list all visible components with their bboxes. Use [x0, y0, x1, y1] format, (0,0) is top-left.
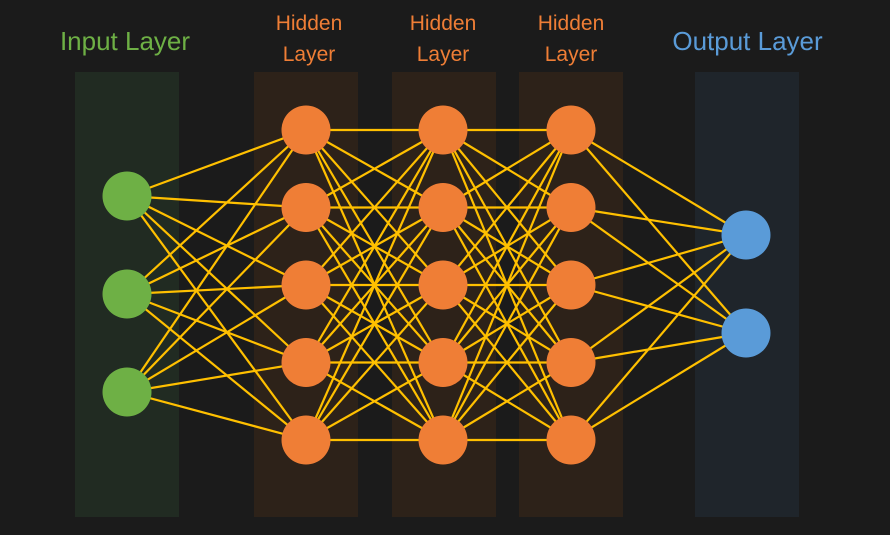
output-node: [721, 308, 771, 358]
input-node: [102, 269, 152, 319]
connection-line: [126, 206, 307, 295]
hidden-node: [418, 183, 468, 232]
hidden-layer-1-label-line-2: Layer: [282, 43, 336, 66]
connection-line: [570, 233, 747, 287]
connection-line: [126, 390, 307, 442]
hidden-layer-2-label-line-1: Hidden: [409, 12, 477, 35]
hidden-node: [546, 260, 596, 310]
hidden-node: [281, 338, 331, 387]
output-layer-band: [695, 72, 799, 517]
hidden-node: [418, 105, 468, 155]
connection-line: [570, 234, 747, 441]
connection-line: [442, 206, 572, 441]
connection-line: [305, 129, 444, 364]
connection-line: [441, 129, 573, 441]
hidden-node: [281, 415, 331, 465]
hidden-node: [281, 260, 331, 310]
connection-line: [305, 361, 444, 441]
connection-line: [570, 129, 747, 334]
connection-line: [570, 332, 747, 441]
hidden-node: [546, 415, 596, 465]
hidden-node: [546, 338, 596, 387]
connection-line: [305, 129, 444, 209]
output-layer-label-line: Output Layer: [672, 26, 823, 56]
neurons: [102, 105, 771, 465]
connection-line: [305, 129, 444, 286]
connection-line: [126, 129, 307, 393]
connection-line: [126, 194, 307, 209]
hidden-node: [418, 338, 468, 387]
hidden-node: [546, 105, 596, 155]
hidden-node: [418, 415, 468, 465]
connection-line: [126, 361, 307, 394]
connection-line: [304, 129, 445, 441]
connection-line: [126, 206, 307, 393]
hidden-layer-1-label: Hidden Layer: [250, 8, 368, 70]
connection-line: [570, 129, 747, 236]
connection-line: [570, 206, 747, 334]
input-node: [102, 171, 152, 221]
hidden-layer-2-label-line-2: Layer: [416, 43, 470, 66]
hidden-layer-1-label-line-1: Hidden: [275, 12, 343, 35]
hidden-layer-3-label: Hidden Layer: [512, 8, 630, 70]
connection-line: [570, 234, 747, 364]
connection-line: [570, 206, 747, 237]
hidden-layer-3-label-line-2: Layer: [544, 43, 598, 66]
connection-line: [570, 283, 747, 335]
input-node: [102, 367, 152, 417]
input-layer-label-line: Input Layer: [59, 26, 191, 56]
connection-line: [442, 361, 572, 441]
hidden-node: [281, 105, 331, 155]
connection-line: [442, 284, 572, 441]
connection-line: [126, 128, 307, 198]
connection-line: [442, 129, 572, 286]
connection-line: [570, 331, 747, 364]
hidden-layer-3-label-line-1: Hidden: [537, 12, 605, 35]
connections: [126, 128, 747, 442]
connection-line: [126, 293, 307, 441]
connection-line: [126, 129, 307, 295]
connection-line: [126, 195, 307, 441]
connection-line: [126, 284, 307, 393]
connection-line: [126, 292, 307, 364]
connection-line: [305, 284, 444, 441]
hidden-node: [546, 183, 596, 232]
hidden-node: [281, 183, 331, 232]
connection-line: [126, 195, 307, 364]
connection-line: [305, 206, 444, 441]
connection-line: [126, 283, 307, 296]
connection-line: [442, 129, 572, 209]
input-layer-label: Input Layer: [45, 26, 205, 57]
hidden-layer-2-label: Hidden Layer: [384, 8, 502, 70]
output-node: [721, 210, 771, 260]
output-layer-label: Output Layer: [645, 26, 850, 57]
hidden-node: [418, 260, 468, 310]
connection-line: [442, 129, 572, 364]
connection-line: [126, 195, 307, 286]
